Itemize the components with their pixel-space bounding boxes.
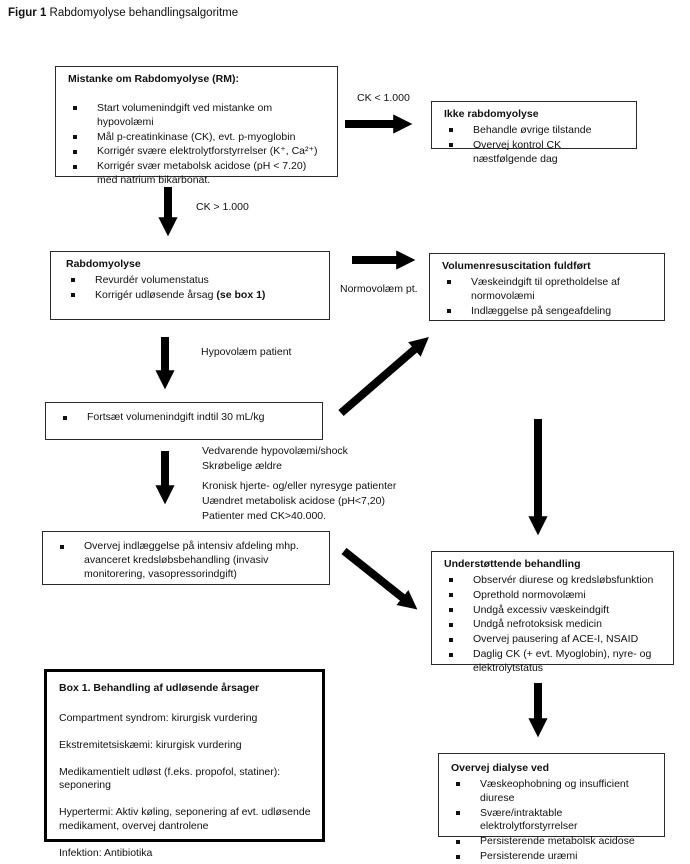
- list-item: Undgå nefrotoksisk medicin: [444, 618, 665, 632]
- box-ikke-title: Ikke rabdomyolyse: [444, 108, 539, 120]
- box-volumenresuscitation-list: Væskeindgift til opretholdelse af normov…: [442, 276, 656, 319]
- list-item: Svære/intraktable elektrolytforstyrrelse…: [451, 807, 656, 835]
- list-item: Mål p-creatinkinase (CK), evt. p-myoglob…: [68, 131, 329, 145]
- figure-title: Figur 1 Rabdomyolyse behandlingsalgoritm…: [8, 7, 238, 19]
- box1-item: Infektion: Antibiotika: [59, 847, 153, 860]
- criteria-line: Vedvarende hypovolæmi/shock: [202, 445, 348, 457]
- box1-item: Medikamentielt udløst (f.eks. propofol, …: [59, 765, 281, 792]
- list-item: Overvej indlæggelse på intensiv afdeling…: [55, 540, 321, 582]
- box-fortsaet-list: Fortsæt volumenindgift indtil 30 mL/kg: [58, 411, 314, 425]
- list-item: Overvej pausering af ACE-I, NSAID: [444, 633, 665, 647]
- list-item: Korrigér udløsende årsag (se box 1): [66, 289, 321, 303]
- box-mistanke-list: Start volumenindgift ved mistanke om hyp…: [68, 102, 329, 188]
- arrow-diagonal-intensiv-to-understoettende: [341, 547, 418, 610]
- list-item: Daglig CK (+ evt. Myoglobin), nyre- og e…: [444, 648, 665, 676]
- box-dialyse-list: Væskeophobning og insufficient diurese S…: [451, 778, 656, 864]
- criteria-text-block: Vedvarende hypovolæmi/shock Skrøbelige æ…: [202, 444, 412, 524]
- box1-udloesende-aarsager: Box 1. Behandling af udløsende årsager C…: [44, 669, 325, 859]
- list-item: Overvej kontrol CK næstfølgende dag: [444, 139, 628, 167]
- box-volumenresuscitation: Volumenresuscitation fuldført Væskeindgi…: [429, 253, 665, 321]
- box-volumenresuscitation-title: Volumenresuscitation fuldført: [442, 260, 591, 272]
- list-item: Persisterende metabolsk acidose: [451, 835, 656, 849]
- list-item: Start volumenindgift ved mistanke om hyp…: [68, 102, 329, 130]
- arrow-diagonal-to-volumenresuscitation: [338, 336, 429, 417]
- box-understoettende-behandling: Understøttende behandling Observér diure…: [431, 551, 674, 674]
- criteria-line: Uændret metabolisk acidose (pH<7,20): [202, 494, 385, 507]
- criteria-line: Kronisk hjerte- og/eller nyresyge patien…: [202, 479, 397, 492]
- list-item: Fortsæt volumenindgift indtil 30 mL/kg: [58, 411, 314, 425]
- box1-item: Ekstremitetsiskæmi: kirurgisk vurdering: [59, 738, 242, 751]
- box-intensiv-list: Overvej indlæggelse på intensiv afdeling…: [55, 540, 321, 582]
- box-intensiv-indlaeggelse: Overvej indlæggelse på intensiv afdeling…: [42, 531, 330, 585]
- label-ck-over-1000: CK > 1.000: [196, 201, 249, 213]
- box-mistanke-title: Mistanke om Rabdomyolyse (RM):: [68, 73, 239, 85]
- list-item: Behandle øvrige tilstande: [444, 124, 628, 138]
- list-item: Observér diurese og kredsløbsfunktion: [444, 574, 665, 588]
- box-rabdomyolyse-list: Revurdér volumenstatus Korrigér udløsend…: [66, 274, 321, 303]
- list-item: Korrigér svære elektrolytforstyrrelser (…: [68, 145, 329, 159]
- list-item: Persisterende uræmi: [451, 850, 656, 864]
- label-hypovolaem: Hypovolæm patient: [201, 346, 292, 358]
- box-ikke-list: Behandle øvrige tilstande Overvej kontro…: [444, 124, 628, 167]
- list-item: Revurdér volumenstatus: [66, 274, 321, 288]
- figure-title-text: Rabdomyolyse behandlingsalgoritme: [46, 7, 239, 19]
- box-dialyse-title: Overvej dialyse ved: [451, 762, 550, 774]
- bullet-text: Korrigér udløsende årsag: [95, 288, 217, 301]
- box1-item: Compartment syndrom: kirurgisk vurdering: [59, 711, 258, 724]
- criteria-line: Skrøbelige ældre: [202, 459, 282, 472]
- label-ck-under-1000: CK < 1.000: [357, 92, 410, 104]
- box-overvej-dialyse: Overvej dialyse ved Væskeophobning og in…: [438, 753, 665, 862]
- see-box1-ref: (se box 1): [216, 288, 266, 301]
- box-fortsaet-volumenindgift: Fortsæt volumenindgift indtil 30 mL/kg: [45, 402, 323, 440]
- figure-title-prefix: Figur 1: [8, 7, 47, 19]
- criteria-line: Patienter med CK>40.000.: [202, 509, 327, 522]
- list-item: Korrigér svær metabolsk acidose (pH < 7.…: [68, 160, 329, 188]
- box-understoettende-title: Understøttende behandling: [444, 558, 581, 570]
- box-understoettende-list: Observér diurese og kredsløbsfunktion Op…: [444, 574, 665, 676]
- box1-title: Box 1. Behandling af udløsende årsager: [59, 682, 260, 694]
- list-item: Oprethold normovolæmi: [444, 589, 665, 603]
- list-item: Undgå excessiv væskeindgift: [444, 604, 665, 618]
- label-normovolaem: Normovolæm pt.: [340, 283, 418, 295]
- box-mistanke-om-rabdomyolyse: Mistanke om Rabdomyolyse (RM): Start vol…: [55, 66, 338, 186]
- box1-item: Hypertermi: Aktiv køling, seponering af …: [59, 806, 311, 833]
- box-ikke-rabdomyolyse: Ikke rabdomyolyse Behandle øvrige tilsta…: [431, 101, 637, 165]
- list-item: Væskeophobning og insufficient diurese: [451, 778, 656, 806]
- box-rabdomyolyse-title: Rabdomyolyse: [66, 258, 141, 270]
- list-item: Væskeindgift til opretholdelse af normov…: [442, 276, 656, 304]
- box-rabdomyolyse: Rabdomyolyse Revurdér volumenstatus Korr…: [50, 251, 330, 320]
- list-item: Indlæggelse på sengeafdeling: [442, 305, 656, 319]
